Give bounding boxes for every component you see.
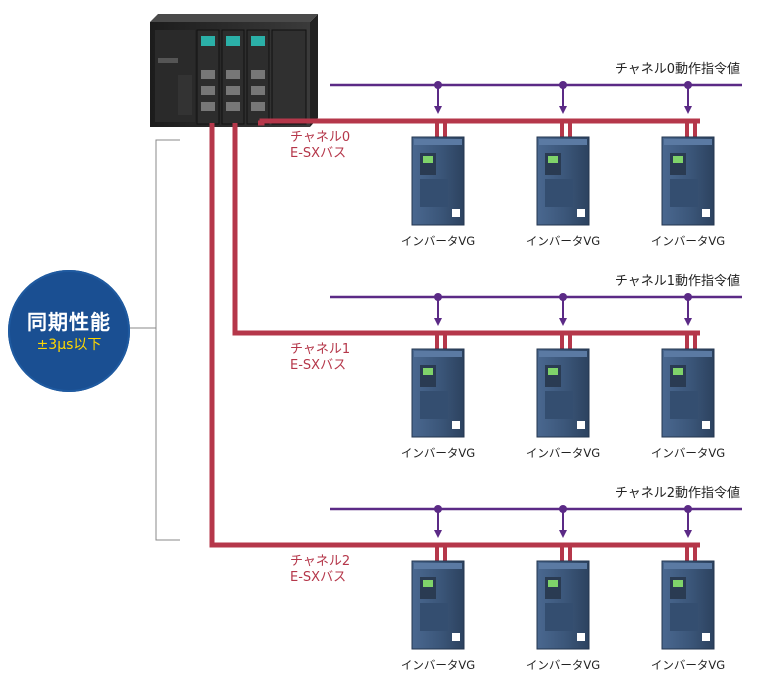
inverter-panel [670, 391, 698, 419]
command-arrow [434, 530, 442, 538]
plc-controller [150, 14, 318, 127]
inverter-top [664, 563, 712, 569]
inverter-panel [545, 391, 573, 419]
bus-drop [435, 121, 439, 137]
inverter-display [673, 368, 683, 375]
command-arrow [684, 318, 692, 326]
inverter-panel [545, 179, 573, 207]
bus-drop [560, 333, 564, 349]
command-lines [330, 83, 742, 511]
bus-drop [685, 121, 689, 137]
bus-drop [435, 333, 439, 349]
command-arrow [559, 318, 567, 326]
bus-drop [568, 333, 572, 349]
bus-drop [560, 121, 564, 137]
sync-bracket [130, 139, 180, 541]
inverter-unit-1-2 [661, 293, 715, 438]
inverter-display [548, 368, 558, 375]
bus-drop [685, 545, 689, 561]
inverter-unit-1-0 [411, 293, 465, 438]
inverter-display [423, 156, 433, 163]
inverter-label-plate [702, 209, 710, 217]
bus-drop [693, 333, 697, 349]
bus-drop [568, 121, 572, 137]
inverter-top [414, 563, 462, 569]
bus-drop [693, 121, 697, 137]
bus-channel-2-trunk [209, 123, 700, 548]
inverter-unit-0-2 [661, 81, 715, 226]
inverter-display [673, 580, 683, 587]
inverter-label-plate [452, 633, 460, 641]
inverter-label-plate [577, 209, 585, 217]
bus-drop [560, 545, 564, 561]
bus-trunks [209, 118, 700, 548]
inverter-panel [670, 603, 698, 631]
inverter-unit-1-1 [536, 293, 590, 438]
inverter-top [539, 563, 587, 569]
inverter-display [423, 368, 433, 375]
inverter-unit-0-0 [411, 81, 465, 226]
inverter-label-plate [452, 421, 460, 429]
inverter-display [548, 580, 558, 587]
inverter-top [664, 351, 712, 357]
command-arrow [559, 530, 567, 538]
command-arrow [434, 106, 442, 114]
inverter-top [414, 139, 462, 145]
bus-channel-1-trunk [232, 123, 700, 336]
bus-drop [693, 545, 697, 561]
inverter-top [414, 351, 462, 357]
inverter-panel [420, 179, 448, 207]
inverter-label-plate [702, 633, 710, 641]
inverter-unit-2-2 [661, 505, 715, 650]
inverter-panel [545, 603, 573, 631]
inverter-unit-0-1 [536, 81, 590, 226]
bus-channel-0-trunk [258, 118, 700, 126]
inverter-display [423, 580, 433, 587]
inverter-label-plate [577, 421, 585, 429]
inverter-unit-2-0 [411, 505, 465, 650]
bus-drop [685, 333, 689, 349]
inverter-panel [420, 391, 448, 419]
inverter-unit-2-1 [536, 505, 590, 650]
inverter-label-plate [577, 633, 585, 641]
bus-drop [443, 333, 447, 349]
command-arrow [559, 106, 567, 114]
command-arrow [684, 530, 692, 538]
inverter-panel [420, 603, 448, 631]
inverter-panel [670, 179, 698, 207]
inverter-label-plate [452, 209, 460, 217]
inverter-top [539, 139, 587, 145]
bus-drop [435, 545, 439, 561]
inverter-label-plate [702, 421, 710, 429]
inverter-display [673, 156, 683, 163]
bus-drop [443, 545, 447, 561]
inverter-top [539, 351, 587, 357]
inverter-top [664, 139, 712, 145]
bus-drop [568, 545, 572, 561]
command-arrow [434, 318, 442, 326]
command-arrow [684, 106, 692, 114]
inverter-display [548, 156, 558, 163]
bus-drop [443, 121, 447, 137]
